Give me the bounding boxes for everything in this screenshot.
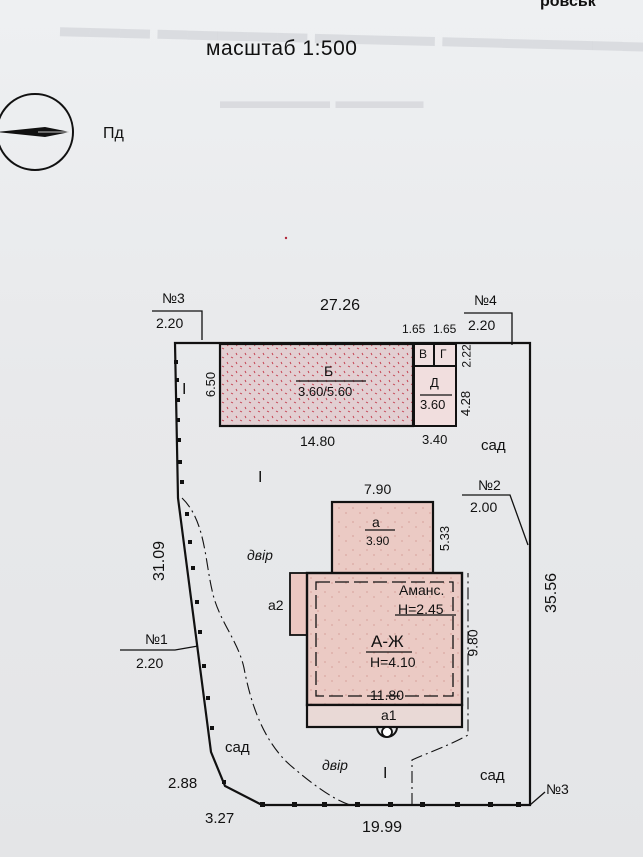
dim-a-height: 5.33	[437, 525, 453, 552]
dim-b-width: 14.80	[300, 433, 336, 449]
north-compass-icon	[0, 93, 74, 171]
point-leaders	[120, 310, 546, 806]
parcel-boundary	[173, 341, 532, 807]
dim-house-width: 11.80	[370, 687, 404, 703]
bleed-through-text: ▬▬▬▬▬ ▬▬▬▬	[220, 88, 424, 113]
dim-bottom-left-a: 2.88	[168, 775, 198, 792]
attic-name: Аманс.	[399, 582, 445, 598]
point-n3-bottom-label: №3	[546, 781, 569, 797]
dim-b-height: 6.50	[203, 371, 219, 398]
building-a-value: 3.90	[366, 534, 390, 548]
corner-text-fragment: ровськ	[540, 0, 596, 10]
zone-roman-1: I	[182, 381, 187, 398]
dim-bottom-left-b: 3.27	[205, 810, 235, 827]
building-a2	[289, 572, 309, 636]
point-n3-label: №3	[162, 290, 185, 306]
zone-yard: двір	[322, 757, 348, 773]
zone-garden: сад	[480, 767, 505, 784]
point-n2-label: №2	[478, 477, 501, 493]
building-a	[330, 500, 435, 576]
dim-left: 31.09	[151, 540, 169, 582]
building-a1-name: а1	[381, 707, 397, 723]
building-a2-name: а2	[268, 597, 284, 613]
dim-top: 27.26	[320, 297, 361, 314]
point-n4-label: №4	[474, 292, 497, 308]
compass-label: Пд	[103, 125, 124, 142]
house-name: А-Ж	[371, 632, 404, 651]
point-n2-value: 2.00	[470, 499, 498, 515]
building-b-name: Б	[324, 363, 334, 379]
building-v-name: В	[419, 347, 428, 361]
dim-right: 35.56	[543, 572, 561, 614]
dim-g-width: 1.65	[433, 322, 457, 336]
dim-bottom: 19.99	[362, 819, 403, 836]
building-g-name: Г	[440, 347, 447, 361]
attic-outline	[315, 581, 454, 697]
dim-d-height: 4.28	[458, 390, 474, 417]
building-d	[413, 365, 457, 427]
point-n1-value: 2.20	[136, 655, 164, 671]
house-a-zh	[305, 571, 464, 707]
dim-a-width: 7.90	[364, 481, 392, 497]
building-d-value: 3.60	[420, 397, 446, 412]
zone-garden: сад	[481, 437, 506, 454]
dim-g-height: 2.22	[459, 344, 474, 368]
zone-garden: сад	[225, 739, 250, 756]
attic-height: Н=2.45	[398, 601, 444, 617]
zone-roman-1: I	[258, 469, 263, 486]
building-a-name: а	[372, 514, 380, 530]
fraction-bars	[296, 380, 452, 653]
map-scale-label: масштаб 1:500	[206, 37, 358, 60]
dim-house-height: 9.80	[464, 629, 481, 657]
dim-v-width: 1.65	[402, 322, 426, 336]
point-n3-value: 2.20	[156, 315, 184, 331]
zone-yard: двір	[247, 547, 273, 563]
fence-markers	[174, 360, 521, 807]
point-n1-label: №1	[145, 631, 168, 647]
building-d-name: Д	[430, 375, 439, 390]
house-height: Н=4.10	[370, 654, 416, 670]
zone-roman-1: I	[383, 765, 388, 782]
dim-d-width: 3.40	[422, 432, 448, 447]
point-n4-value: 2.20	[468, 317, 496, 333]
yard-path-line	[181, 497, 469, 806]
building-b-value: 3.60/5.60	[298, 384, 353, 399]
